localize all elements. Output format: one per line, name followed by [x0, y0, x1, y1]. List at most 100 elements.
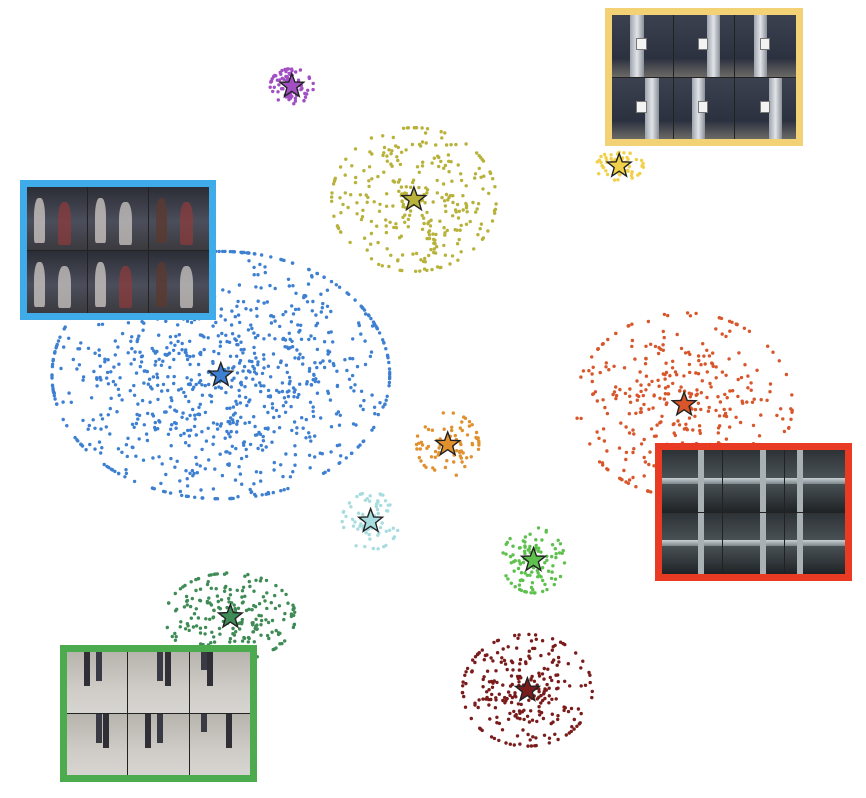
point-yellow — [638, 171, 642, 176]
point-blue — [189, 428, 193, 432]
point-orange-red — [649, 427, 654, 431]
point-dark-green — [274, 583, 278, 588]
point-dark-red — [517, 633, 521, 637]
point-blue — [228, 435, 232, 439]
point-blue — [81, 418, 85, 423]
point-olive — [418, 269, 422, 273]
point-blue — [185, 417, 189, 421]
point-blue — [235, 371, 240, 375]
inset-tile — [149, 187, 209, 250]
point-orange-red — [647, 462, 651, 467]
point-orange-red — [693, 414, 697, 418]
point-blue — [198, 351, 202, 356]
point-dark-red — [548, 675, 552, 680]
point-orange — [441, 411, 445, 415]
point-blue — [288, 337, 292, 341]
point-blue — [235, 304, 239, 308]
point-blue — [184, 494, 189, 498]
point-olive — [487, 191, 491, 196]
point-olive — [447, 195, 451, 200]
point-olive — [400, 253, 405, 257]
point-dark-green — [203, 632, 207, 636]
point-dark-red — [516, 676, 520, 681]
point-dark-red — [526, 732, 530, 737]
point-olive — [423, 201, 427, 205]
point-orange-red — [723, 411, 728, 416]
point-blue — [282, 488, 286, 492]
point-light-cyan — [347, 501, 352, 505]
point-olive — [431, 200, 435, 204]
point-dark-green — [185, 622, 190, 626]
point-blue — [337, 285, 342, 289]
point-orange-red — [723, 392, 727, 397]
point-yellow — [605, 158, 609, 162]
point-dark-red — [512, 743, 516, 747]
point-dark-green — [196, 576, 201, 581]
point-dark-red — [513, 714, 517, 718]
point-dark-red — [534, 736, 538, 740]
point-orange-red — [627, 412, 631, 416]
point-blue — [388, 375, 392, 379]
point-blue — [335, 369, 339, 373]
point-light-cyan — [376, 499, 380, 503]
point-blue — [247, 259, 251, 263]
point-blue — [126, 436, 130, 440]
point-olive — [479, 222, 484, 226]
point-olive — [456, 216, 461, 220]
point-orange-red — [641, 393, 645, 398]
point-olive — [448, 262, 452, 266]
point-olive — [473, 172, 478, 176]
inset-tile — [27, 250, 87, 313]
point-dark-green — [173, 591, 177, 596]
point-blue — [319, 416, 323, 420]
point-orange-red — [653, 344, 658, 349]
point-dark-red — [513, 691, 517, 695]
point-blue — [100, 417, 105, 421]
point-orange-red — [597, 460, 602, 464]
point-orange-red — [644, 356, 648, 361]
point-blue — [213, 467, 217, 471]
point-blue — [50, 364, 55, 369]
point-blue — [182, 390, 186, 395]
point-dark-green — [224, 584, 228, 589]
point-blue — [99, 451, 103, 455]
point-light-cyan — [384, 543, 388, 548]
point-olive — [411, 252, 415, 256]
point-dark-green — [173, 638, 178, 642]
point-dark-red — [464, 670, 468, 674]
point-blue — [175, 459, 179, 463]
point-olive — [442, 226, 446, 230]
point-dark-red — [515, 646, 519, 650]
point-olive — [404, 185, 408, 189]
point-dark-red — [542, 666, 546, 671]
point-blue — [313, 434, 317, 438]
point-dark-green — [178, 587, 183, 591]
point-orange — [417, 455, 421, 460]
point-blue — [297, 356, 301, 360]
point-olive — [398, 162, 403, 167]
point-purple — [292, 102, 296, 106]
point-orange-red — [666, 384, 670, 389]
point-blue — [306, 282, 311, 286]
point-orange-red — [749, 381, 753, 385]
point-orange — [436, 453, 440, 457]
point-blue — [67, 391, 71, 395]
point-blue — [235, 402, 239, 406]
point-light-green — [523, 551, 527, 556]
point-dark-red — [552, 658, 556, 662]
point-blue — [319, 292, 323, 296]
point-blue — [211, 324, 215, 328]
point-orange-red — [699, 391, 703, 395]
point-dark-red — [504, 741, 508, 745]
point-olive — [444, 209, 448, 214]
point-blue — [213, 386, 218, 390]
point-olive — [427, 236, 432, 241]
point-blue — [298, 352, 302, 356]
point-blue — [186, 428, 190, 433]
point-olive — [339, 230, 343, 234]
point-dark-red — [572, 727, 576, 731]
point-orange-red — [678, 389, 682, 393]
point-dark-red — [579, 666, 583, 670]
point-purple — [284, 69, 288, 74]
point-blue — [209, 400, 214, 404]
